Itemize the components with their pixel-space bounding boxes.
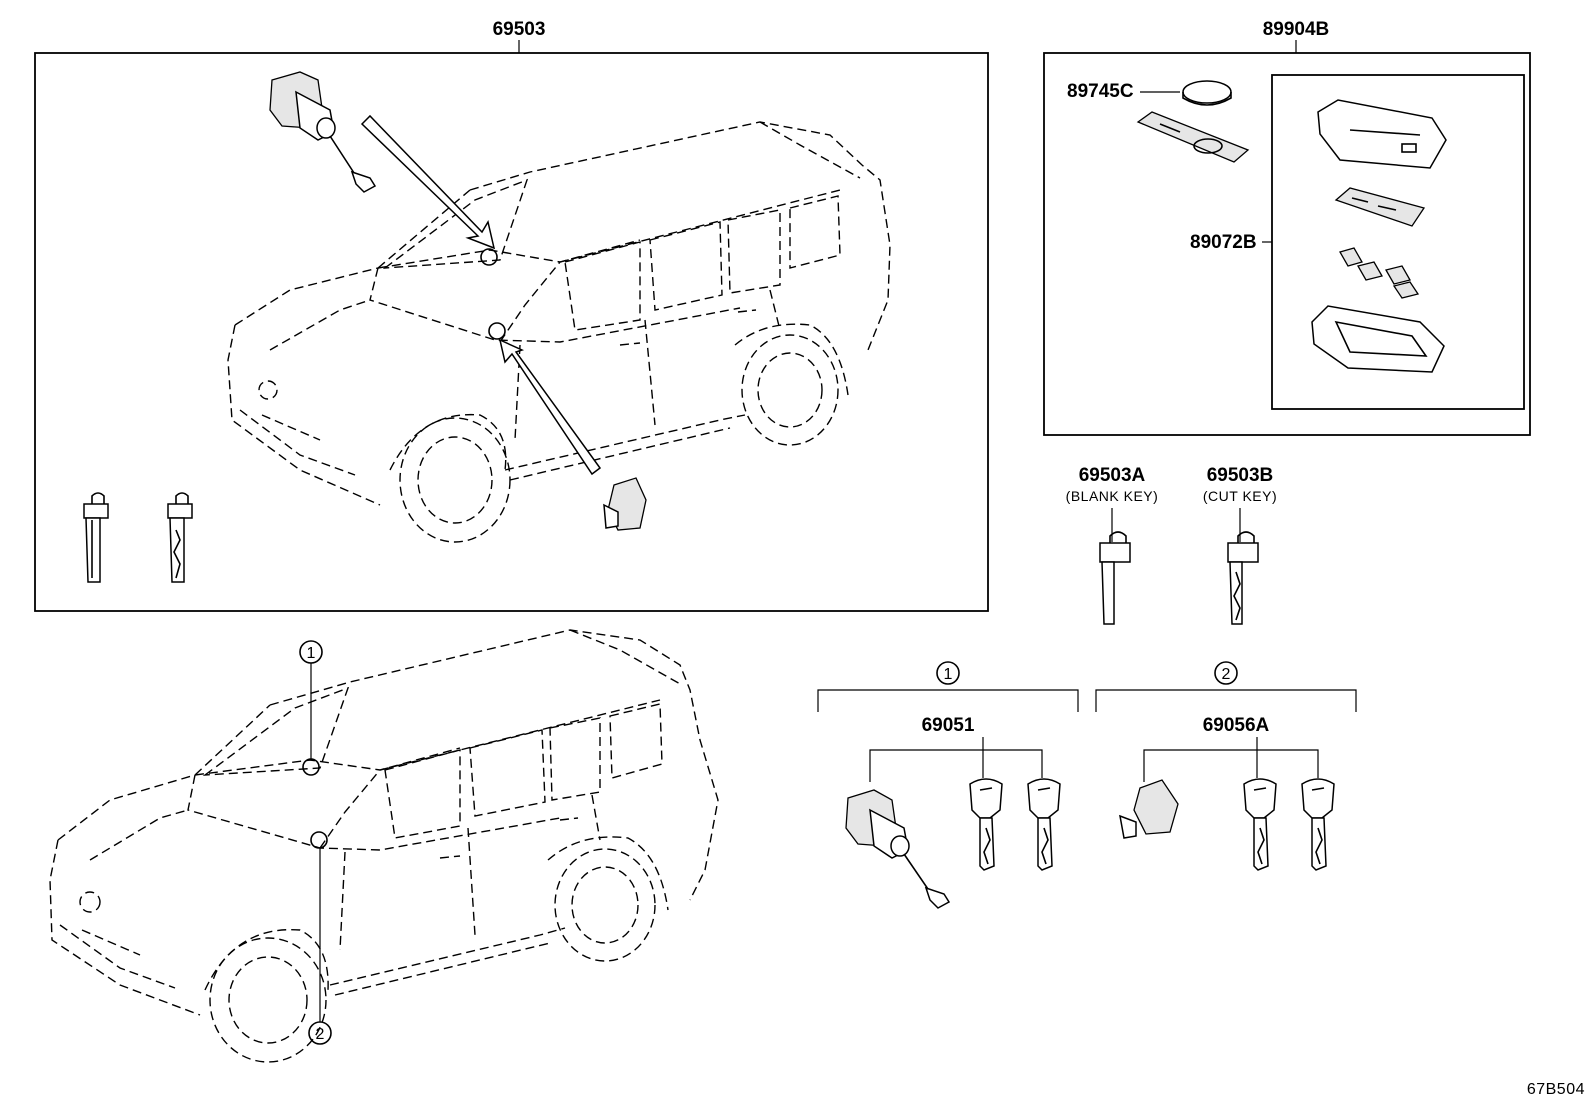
door-lock-cylinder-icon <box>269 71 377 193</box>
diagram-reference-code: 67B504 <box>1527 1081 1585 1098</box>
label-89072B[interactable]: 89072B <box>1190 232 1257 253</box>
location-circle-lower-1 <box>302 758 320 776</box>
set-1-callout-number: 1 <box>944 666 953 683</box>
main-assembly-group: 69503 <box>34 19 989 612</box>
circuit-board-icon <box>1136 111 1250 163</box>
label-blank-key-note: (BLANK KEY) <box>1066 488 1159 504</box>
location-circle-upper-2 <box>488 322 506 340</box>
door-lock-cylinder-set-1-icon <box>845 789 951 909</box>
key-set-1-a-icon <box>969 778 1003 871</box>
key-fob-button-pad-icon <box>1334 187 1426 227</box>
rear-wheel-upper <box>741 334 839 446</box>
label-69056A[interactable]: 69056A <box>1203 715 1270 736</box>
callout-2-number: 2 <box>316 1026 325 1043</box>
pointer-arrows <box>360 114 602 476</box>
key-fob-cover-icon <box>1317 99 1447 169</box>
blank-key-group: 69503A (BLANK KEY) <box>1066 465 1159 625</box>
key-fob-small-parts-icon <box>1339 247 1420 299</box>
label-69051[interactable]: 69051 <box>922 715 975 736</box>
cut-key-group: 69503B (CUT KEY) <box>1203 465 1277 625</box>
key-icon-right <box>167 492 193 583</box>
key-set-2-a-icon <box>1243 778 1277 871</box>
main-assembly-box <box>34 52 989 612</box>
callout-2-lower: 2 <box>308 848 332 1045</box>
label-69503A[interactable]: 69503A <box>1079 465 1146 486</box>
set-2-callout-number: 2 <box>1222 666 1231 683</box>
lock-set-2-group: 2 69056A <box>1095 661 1357 871</box>
vehicle-illustration-lower <box>49 629 719 1063</box>
vehicle-illustration-upper <box>227 121 891 543</box>
transmitter-set-box <box>1043 52 1531 436</box>
key-set-1-b-icon <box>1027 778 1061 871</box>
label-89904B[interactable]: 89904B <box>1263 19 1330 40</box>
front-wheel-upper <box>399 417 511 543</box>
label-69503[interactable]: 69503 <box>493 19 546 40</box>
lock-set-1-group: 1 69051 <box>817 661 1079 909</box>
location-circle-lower-2 <box>310 831 328 849</box>
label-cut-key-note: (CUT KEY) <box>1203 488 1277 504</box>
key-set-2-b-icon <box>1301 778 1335 871</box>
key-icon-left <box>83 492 109 583</box>
ignition-cylinder-set-2-icon <box>1119 779 1179 839</box>
key-fob-base-icon <box>1311 305 1445 373</box>
cut-key-icon <box>1227 531 1259 625</box>
label-69503B[interactable]: 69503B <box>1207 465 1274 486</box>
location-circle-upper-1 <box>480 248 498 266</box>
label-89745C[interactable]: 89745C <box>1067 81 1134 102</box>
transmitter-set-group: 89904B 89745C 89072B <box>1043 19 1531 436</box>
ignition-cylinder-icon <box>603 477 647 531</box>
blank-key-icon <box>1099 531 1131 625</box>
callout-1-number: 1 <box>307 645 316 662</box>
battery-icon <box>1182 80 1232 106</box>
callout-1-lower: 1 <box>299 640 323 759</box>
